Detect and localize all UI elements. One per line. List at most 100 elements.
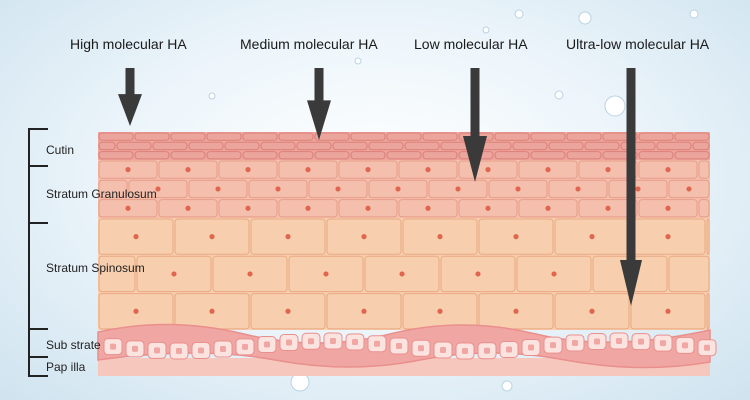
skin-cell: [639, 133, 673, 140]
layer-label-spinosum: Stratum Spinosum: [46, 261, 145, 275]
skin-cell: [675, 133, 709, 140]
skin-cell: [207, 152, 241, 159]
skin-cell: [495, 133, 529, 140]
skin-cell: [153, 142, 187, 149]
basal-cell-nucleus: [374, 341, 380, 347]
droplet: [502, 381, 512, 391]
cell-nucleus: [485, 167, 490, 172]
basal-cell-nucleus: [132, 346, 138, 352]
cell-nucleus: [305, 167, 310, 172]
basal-cell-nucleus: [462, 348, 468, 354]
skin-cell: [567, 133, 601, 140]
cell-nucleus: [686, 186, 691, 191]
basal-cell-nucleus: [154, 347, 160, 353]
cell-nucleus: [665, 206, 670, 211]
cell-nucleus: [455, 186, 460, 191]
cell-nucleus: [399, 271, 404, 276]
basal-cell-nucleus: [330, 338, 336, 344]
skin-cell: [699, 200, 709, 217]
skin-cell: [243, 152, 277, 159]
skin-cell: [531, 152, 565, 159]
basal-cell-nucleus: [528, 344, 534, 350]
basal-cell-nucleus: [484, 348, 490, 354]
skin-cell: [405, 142, 439, 149]
skin-cell: [351, 152, 385, 159]
cell-nucleus: [437, 309, 442, 314]
cell-nucleus: [485, 206, 490, 211]
skin-cell: [99, 152, 133, 159]
cell-nucleus: [125, 206, 130, 211]
droplet: [209, 93, 215, 99]
cell-nucleus: [361, 309, 366, 314]
bracket-tick: [28, 128, 48, 130]
skin-cell: [567, 152, 601, 159]
skin-cell: [621, 142, 655, 149]
bracket-tick: [28, 222, 48, 224]
skin-cell: [707, 219, 709, 254]
cell-nucleus: [589, 234, 594, 239]
cell-nucleus: [323, 271, 328, 276]
cell-nucleus: [185, 167, 190, 172]
arrow-head: [118, 94, 142, 126]
skin-cell: [513, 142, 547, 149]
cell-nucleus: [425, 167, 430, 172]
layer-label-cutin: Cutin: [46, 143, 74, 157]
cell-nucleus: [513, 234, 518, 239]
droplet: [690, 10, 698, 18]
cell-nucleus: [275, 186, 280, 191]
droplet: [605, 96, 625, 116]
basal-cell-nucleus: [176, 348, 182, 354]
penetration-arrow-0: [118, 68, 142, 126]
arrow-label-medium: Medium molecular HA: [240, 36, 378, 52]
cell-nucleus: [209, 234, 214, 239]
skin-cell: [423, 152, 457, 159]
cell-nucleus: [513, 309, 518, 314]
cell-nucleus: [209, 309, 214, 314]
basal-cell-nucleus: [572, 340, 578, 346]
skin-cell: [707, 294, 709, 329]
basal-cell-nucleus: [220, 346, 226, 352]
cell-nucleus: [215, 186, 220, 191]
bracket-tick: [28, 375, 48, 377]
basal-cell-nucleus: [704, 345, 710, 351]
skin-cell: [315, 152, 349, 159]
skin-cell: [585, 142, 619, 149]
cell-nucleus: [285, 309, 290, 314]
droplet: [483, 27, 489, 33]
skin-cell: [135, 133, 169, 140]
spinosum-cells: [99, 219, 709, 329]
basal-cell-nucleus: [308, 338, 314, 344]
cell-nucleus: [285, 234, 290, 239]
skin-cell: [243, 133, 277, 140]
layer-label-papilla: Pap illa: [46, 360, 85, 374]
cell-nucleus: [475, 271, 480, 276]
cell-nucleus: [365, 206, 370, 211]
layer-label-substrate: Sub strate: [46, 338, 101, 352]
basal-cell-nucleus: [110, 344, 116, 350]
cell-nucleus: [665, 234, 670, 239]
skin-cell: [171, 133, 205, 140]
cell-nucleus: [515, 186, 520, 191]
bracket-tick: [28, 356, 48, 358]
skin-cell: [369, 142, 403, 149]
cell-nucleus: [665, 309, 670, 314]
cell-nucleus: [575, 186, 580, 191]
cell-nucleus: [361, 234, 366, 239]
bracket-tick: [28, 328, 48, 330]
skin-cell: [675, 152, 709, 159]
cell-nucleus: [335, 186, 340, 191]
arrow-label-high: High molecular HA: [70, 36, 187, 52]
cell-nucleus: [605, 206, 610, 211]
cell-nucleus: [395, 186, 400, 191]
droplet: [555, 91, 563, 99]
cell-nucleus: [437, 234, 442, 239]
basal-cell-nucleus: [440, 347, 446, 353]
cell-nucleus: [551, 271, 556, 276]
skin-cell: [297, 142, 331, 149]
skin-cell: [669, 256, 709, 291]
basal-cell-nucleus: [682, 342, 688, 348]
skin-cell: [279, 152, 313, 159]
cell-nucleus: [665, 167, 670, 172]
basal-cell-nucleus: [396, 343, 402, 349]
skin-cell: [207, 133, 241, 140]
